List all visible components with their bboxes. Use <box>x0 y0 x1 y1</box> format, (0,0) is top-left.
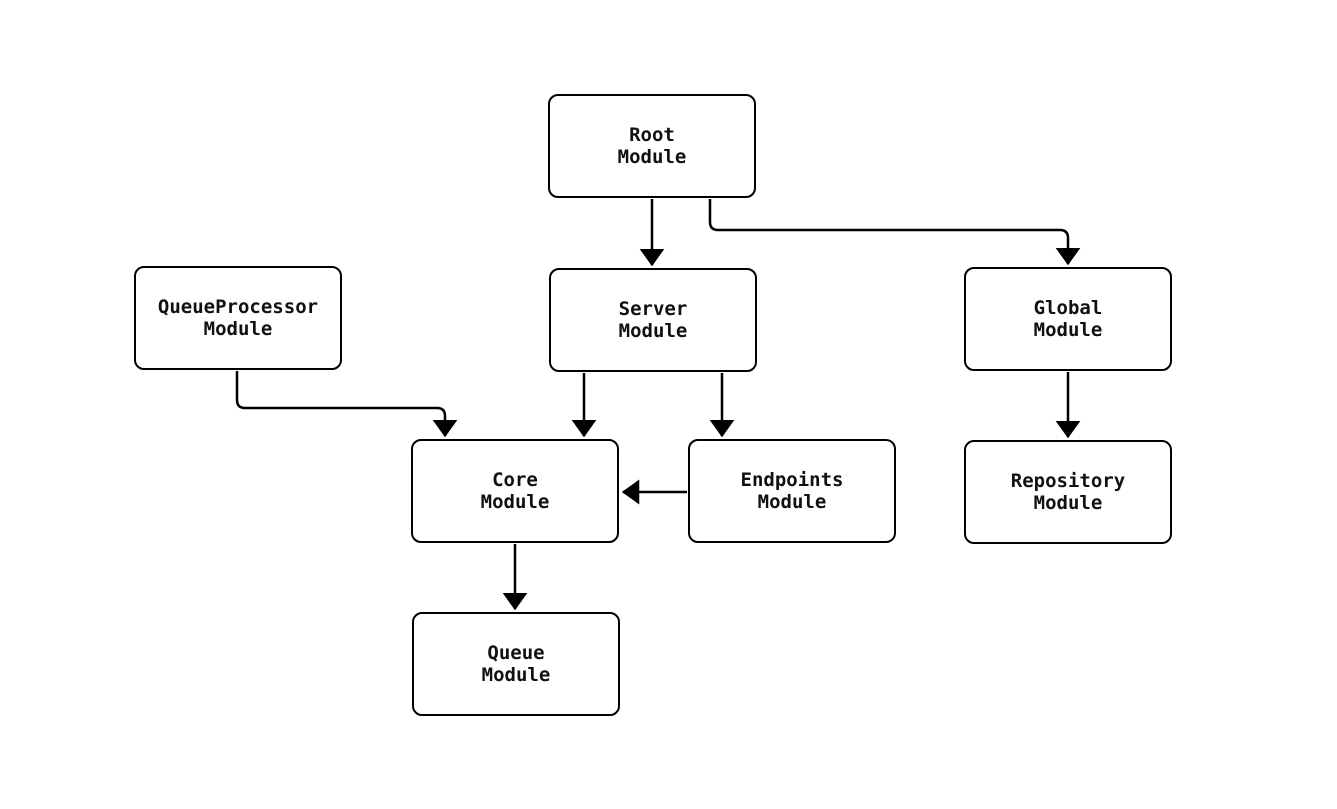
node-queue-processor-module-label: QueueProcessor Module <box>157 296 319 340</box>
node-global-module: Global Module <box>964 267 1172 371</box>
node-core-module-label: Core Module <box>480 469 550 513</box>
node-queue-module-label: Queue Module <box>481 642 551 686</box>
node-queue-module: Queue Module <box>412 612 620 716</box>
node-root-module: Root Module <box>548 94 756 198</box>
node-endpoints-module-label: Endpoints Module <box>740 469 844 513</box>
node-repository-module-label: Repository Module <box>1010 470 1126 514</box>
node-server-module: Server Module <box>549 268 757 372</box>
node-server-module-label: Server Module <box>618 298 688 342</box>
node-global-module-label: Global Module <box>1033 297 1103 341</box>
node-core-module: Core Module <box>411 439 619 543</box>
edge-queue-processor-to-core <box>235 371 458 438</box>
node-root-module-label: Root Module <box>617 124 687 168</box>
edge-root-to-global <box>708 199 1081 266</box>
node-queue-processor-module: QueueProcessor Module <box>134 266 342 370</box>
node-endpoints-module: Endpoints Module <box>688 439 896 543</box>
node-repository-module: Repository Module <box>964 440 1172 544</box>
